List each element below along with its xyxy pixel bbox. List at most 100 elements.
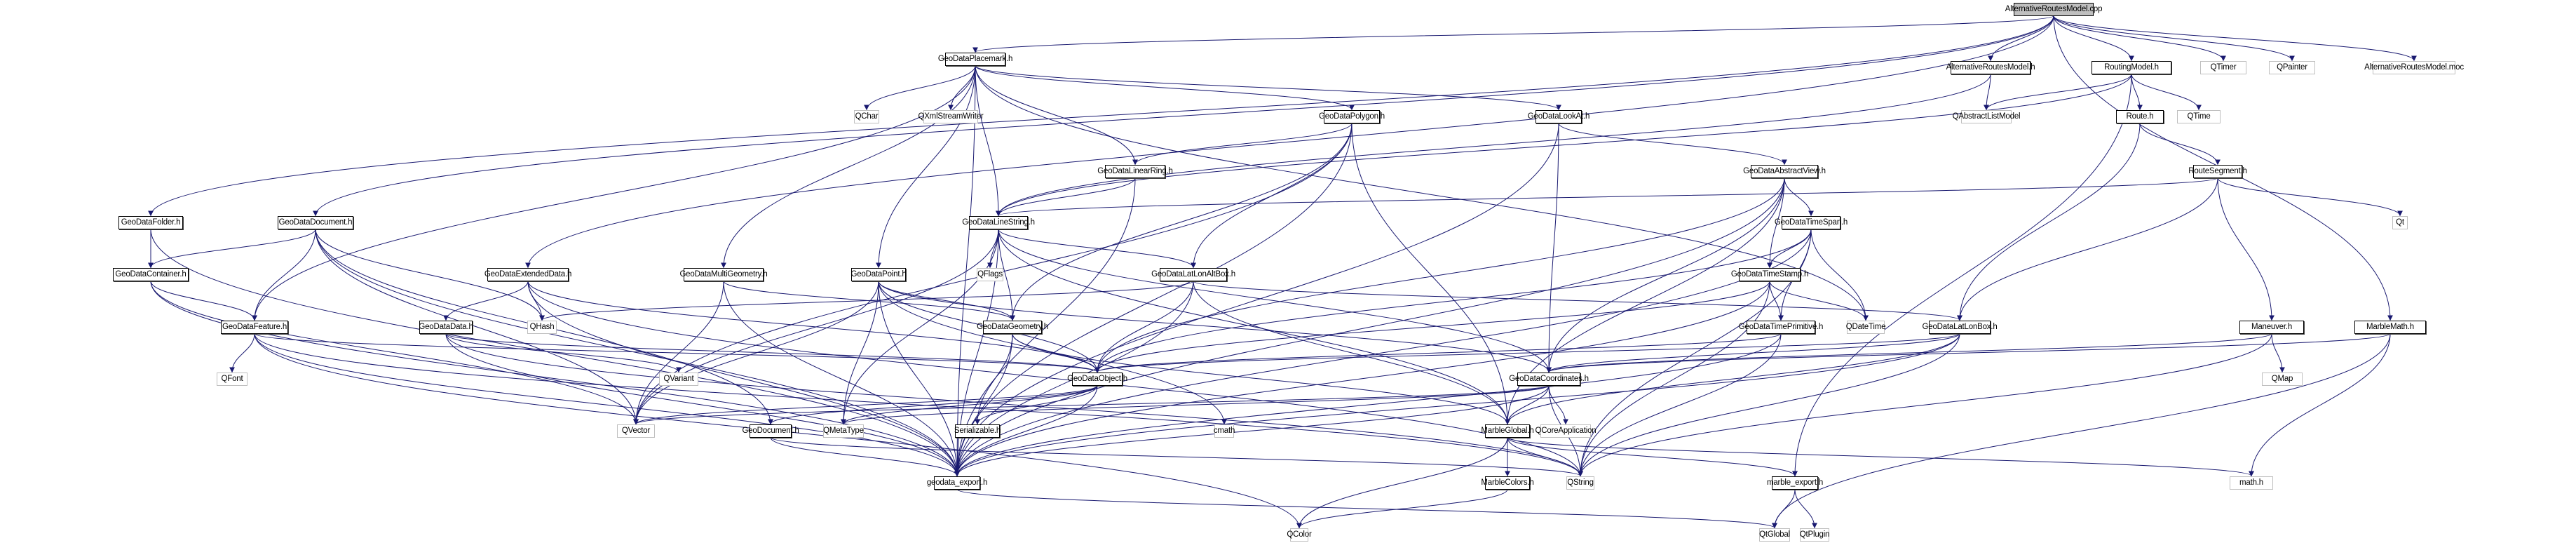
edge-placemark-to-multigeom [721,65,976,269]
node-lookat[interactable]: GeoDataLookAt.h [1528,109,1589,123]
node-export[interactable]: geodata_export.h [927,476,987,490]
edge-placemark-to-feature [252,65,976,321]
edge-routeseg-to-linestring [996,177,2218,217]
edge-timespan-to-qdatetime [1810,229,1869,321]
edge-linestring-to-geometry [998,229,1015,321]
edge-marbleglobal-to-qstring [1507,437,1583,477]
node-folder[interactable]: GeoDataFolder.h [118,215,183,229]
node-routing[interactable]: RoutingModel.h [2092,60,2171,74]
node-marblemath[interactable]: MarbleMath.h [2354,320,2426,334]
edge-geodoc-to-export [770,437,960,477]
edge-timestamp-to-export [954,281,1770,477]
edge-maneuver-to-qmap [2271,333,2285,373]
node-placemark[interactable]: GeoDataPlacemark.h [938,52,1012,66]
edge-linestring-to-marbleglobal [998,229,1510,425]
node-abstractview[interactable]: GeoDataAbstractView.h [1743,164,1826,178]
node-routeseg[interactable]: RouteSegment.h [2188,164,2247,178]
edge-geodata-to-export [445,333,960,477]
node-object[interactable]: GeoDataObject.h [1067,372,1127,386]
edge-abstractview-to-export [954,177,1785,477]
edge-linestring-to-latlonalt [998,229,1196,269]
node-geodoc[interactable]: GeoDocument.h [742,424,799,438]
edge-placemark-to-qxml [948,65,976,111]
edge-routing-to-qalm [1984,74,2132,111]
node-qhash: QHash [527,320,557,334]
edge-lookat-to-export [954,123,1559,477]
edge-timestamp-to-timeprim [1769,281,1784,321]
edge-feature-to-qfont [229,333,255,373]
edge-routing-to-qtime [2131,74,2202,111]
edge-latlonalt-to-object [1094,281,1194,373]
edge-marbleexport-to-qtglobal [1772,489,1796,529]
node-linestring[interactable]: GeoDataLineString.h [962,215,1035,229]
edge-coords-to-export [954,385,1550,477]
edge-folder-to-export [150,229,960,477]
node-qstring: QString [1566,476,1594,490]
node-timespan[interactable]: GeoDataTimeSpan.h [1775,215,1848,229]
edge-latlonbox-to-coords [1546,333,1960,373]
node-mathh: math.h [2230,476,2273,490]
edge-routeseg-to-qt [2217,177,2403,217]
edge-multigeom-to-qvector [633,281,724,425]
edge-linestring-to-coords [998,229,1552,373]
edge-route-to-routeseg [2139,123,2221,166]
node-point[interactable]: GeoDataPoint.h [850,267,907,281]
node-document[interactable]: GeoDataDocument.h [278,215,353,229]
node-armh[interactable]: AlternativeRoutesModel.h [1946,60,2035,74]
node-polygon[interactable]: GeoDataPolygon.h [1319,109,1385,123]
node-feature[interactable]: GeoDataFeature.h [221,320,288,334]
edge-root-to-routing [2053,15,2134,62]
edge-marblemath-to-qtglobal [1772,333,2391,529]
node-qdatetime: QDateTime [1846,320,1885,334]
edge-extdata-to-export [527,281,960,477]
node-serializable[interactable]: Serializable.h [954,424,1001,438]
node-qt: Qt [2392,215,2408,229]
edge-routing-to-marbleexport [1792,74,2132,477]
node-multigeom[interactable]: GeoDataMultiGeometry.h [679,267,768,281]
node-latlonbox[interactable]: GeoDataLatLonBox.h [1923,320,1998,334]
node-qtglobal: QtGlobal [1759,528,1790,542]
node-geodata[interactable]: GeoDataData.h [419,320,473,334]
node-marbleexport[interactable]: marble_export.h [1767,476,1823,490]
node-route[interactable]: Route.h [2116,109,2164,123]
edge-linearring-to-linestring [996,177,1136,217]
node-timeprim[interactable]: GeoDataTimePrimitive.h [1739,320,1823,334]
node-latlonalt[interactable]: GeoDataLatLonAltBox.h [1151,267,1235,281]
edge-root-to-folder [148,15,2054,217]
node-qtplugin: QtPlugin [1800,528,1829,542]
node-extdata[interactable]: GeoDataExtendedData.h [484,267,571,281]
edge-point-to-cmath [878,281,1227,425]
edge-root-to-armh [1988,15,2054,62]
node-qcolor: QColor [1287,528,1312,542]
edge-document-to-feature [252,229,316,321]
edge-marbleglobal-to-qcolor [1296,437,1508,529]
node-root[interactable]: AlternativeRoutesModel.cpp [2005,2,2103,16]
edge-latlonbox-to-qstring [1578,333,1960,477]
edge-container-to-feature [150,281,257,321]
node-maneuver[interactable]: Maneuver.h [2239,320,2304,334]
edge-object-to-qvector [633,385,1098,425]
node-qchar: QChar [854,109,879,123]
node-qalm: QAbstractListModel [1953,109,2021,123]
edge-geodata-to-qvariant [445,333,682,373]
edge-root-to-moc [2053,15,2417,62]
node-marbleglobal[interactable]: MarbleGlobal.h [1481,424,1534,438]
node-timestamp[interactable]: GeoDataTimeStamp.h [1731,267,1808,281]
edge-document-to-qvector [315,229,639,425]
edge-polygon-to-export [954,123,1353,477]
node-container[interactable]: GeoDataContainer.h [113,267,189,281]
node-qfont: QFont [217,372,248,386]
edge-linestring-to-qvector [633,229,999,425]
node-qvariant: QVariant [659,372,698,386]
edge-container-to-qvector [150,281,639,425]
edge-root-to-extdata [525,15,2054,269]
edge-root-to-placemark [972,15,2054,53]
edge-extdata-to-qhash [527,281,545,321]
node-geometry[interactable]: GeoDataGeometry.h [977,320,1048,334]
node-linearring[interactable]: GeoDataLinearRing.h [1097,164,1173,178]
edge-feature-to-object [254,333,1100,373]
node-coords[interactable]: GeoDataCoordinates.h [1509,372,1589,386]
node-marblecolors[interactable]: MarbleColors.h [1481,476,1534,490]
edge-coords-to-qmetatype [841,385,1550,425]
